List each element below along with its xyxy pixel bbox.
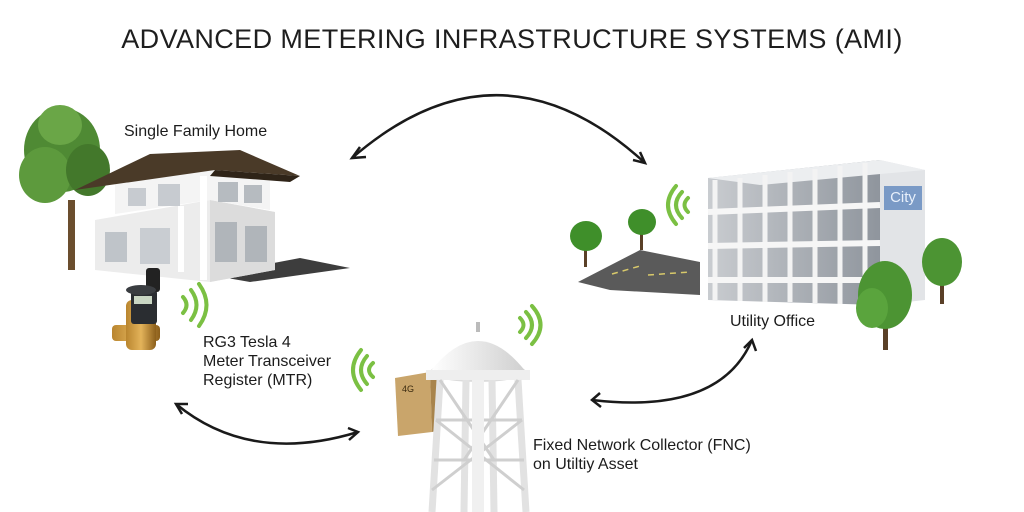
label-utility-office: Utility Office — [730, 313, 816, 330]
label-mtr-line: Meter Transceiver — [203, 353, 332, 370]
office-building-illustration — [570, 160, 962, 350]
diagram-title: ADVANCED METERING INFRASTRUCTURE SYSTEMS… — [121, 24, 903, 54]
wifi-signal-icon — [666, 184, 690, 226]
label-mtr: RG3 Tesla 4 Meter Transceiver Register (… — [203, 333, 331, 390]
label-fnc-line: Fixed Network Collector (FNC) — [533, 437, 751, 454]
tree-illustration — [856, 261, 912, 350]
arrow-mtr-fnc — [173, 402, 361, 445]
tree-illustration — [628, 209, 656, 250]
water-tower-illustration: 4G — [395, 322, 530, 512]
label-mtr-line: Register (MTR) — [203, 372, 313, 389]
label-fnc: Fixed Network Collector (FNC) on Utiltiy… — [533, 436, 751, 474]
water-meter-illustration — [112, 268, 160, 350]
wifi-signal-icon — [518, 304, 543, 346]
tree-illustration — [922, 238, 962, 304]
label-single-family-home: Single Family Home — [124, 123, 268, 140]
label-fnc-line: on Utiltiy Asset — [533, 456, 638, 473]
wifi-signal-icon — [351, 348, 375, 392]
city-sign: City — [890, 189, 916, 206]
house-illustration — [19, 105, 350, 282]
svg-text:4G: 4G — [402, 384, 414, 394]
arrow-fnc-office — [590, 337, 758, 408]
tree-illustration — [570, 221, 602, 267]
label-mtr-line: RG3 Tesla 4 — [203, 334, 291, 351]
arrow-home-office — [349, 94, 648, 165]
wifi-signal-icon — [181, 282, 209, 328]
